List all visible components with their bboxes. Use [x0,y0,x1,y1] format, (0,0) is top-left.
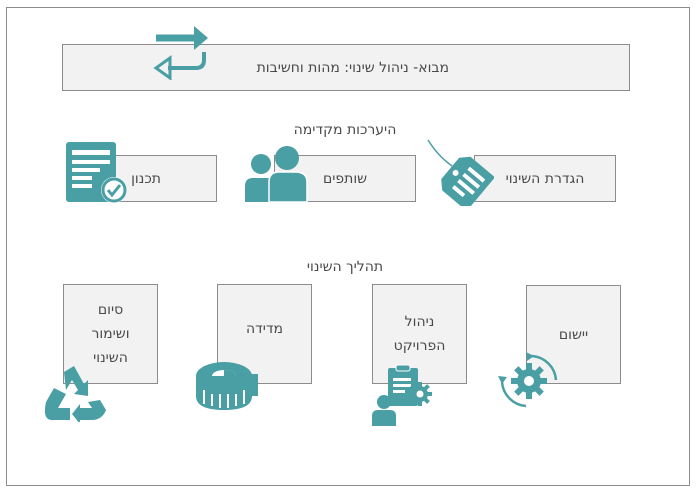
process-title: תהליך השינוי [306,259,384,275]
planning-label: תכנון [131,170,161,187]
tag-icon [427,139,494,206]
measurement-label: מדידה [245,321,284,337]
closure-line-2: ושימור [91,326,130,342]
tape-measure-icon [196,362,258,410]
define-change-box: הגדרת השינוי [474,155,616,202]
swap-arrows-icon [153,26,208,80]
clipboard-gear-person-icon [372,364,432,426]
diagram-frame [6,7,690,486]
project-management-line-1: ניהול [404,314,435,330]
closure-line-3: השינוי [93,350,128,366]
recycle-icon [44,366,106,422]
preparation-title: היערכות מקדימה [293,122,397,138]
intro-box: מבוא- ניהול שינוי: מהות וחשיבות [62,44,630,91]
people-icon [245,146,308,203]
define-change-label: הגדרת השינוי [505,170,585,187]
closure-line-1: סיום [97,302,124,318]
checklist-icon [66,142,127,203]
implementation-label: יישום [558,326,589,343]
project-management-line-2: הפרויקט [393,338,446,354]
implementation-box: יישום [526,285,621,384]
gear-cycle-icon [498,352,558,408]
project-management-box: ניהול הפרויקט [372,284,467,384]
intro-label: מבוא- ניהול שינוי: מהות וחשיבות [256,59,449,76]
partners-label: שותפים [322,170,368,187]
closure-box: סיום ושימור השינוי [63,284,158,384]
